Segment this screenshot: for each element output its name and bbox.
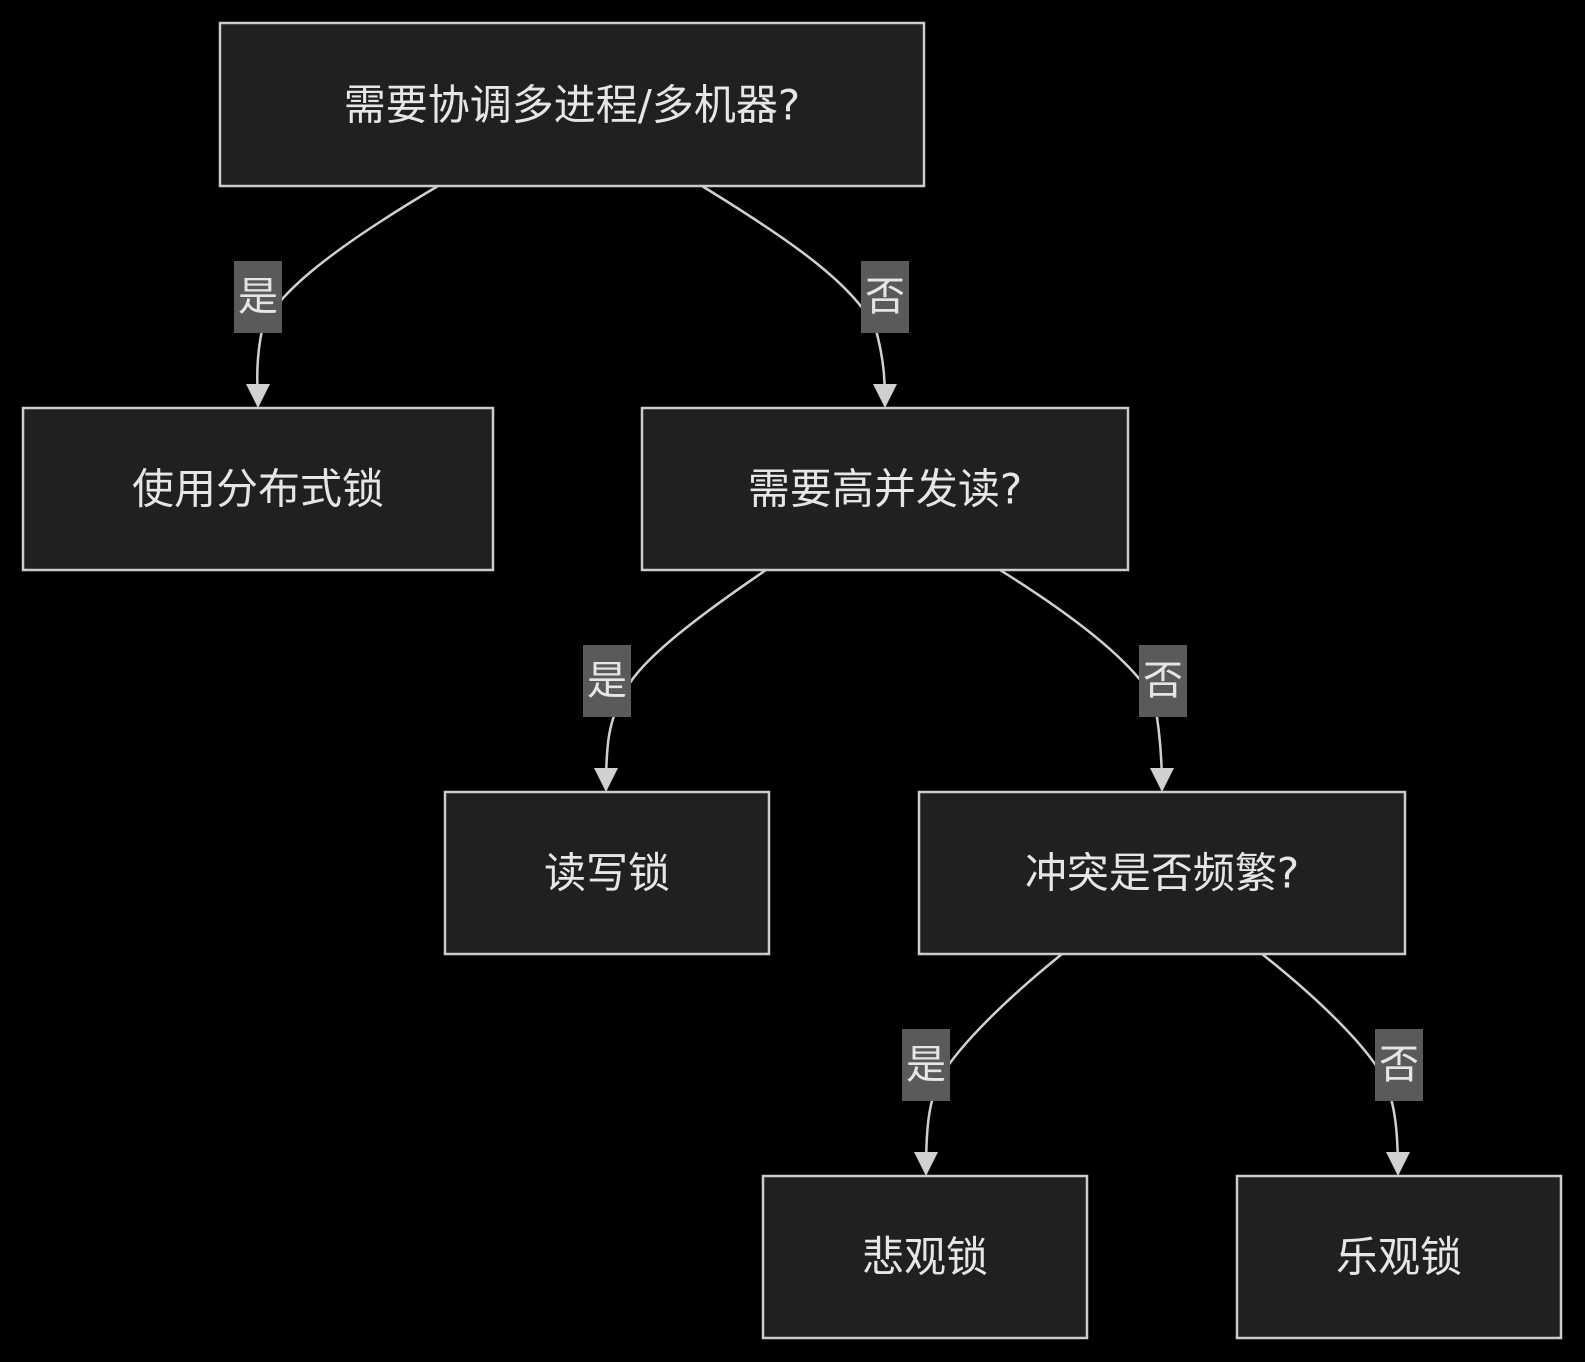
node-q-high-read: 需要高并发读? [640, 406, 1130, 572]
edge-label-text: 是 [906, 1042, 946, 1088]
edge-label-text: 是 [587, 658, 627, 704]
node-rw-lock: 读写锁 [443, 790, 771, 956]
node-q-conflict: 冲突是否频繁? [917, 790, 1407, 956]
edge-multi-no [701, 184, 887, 407]
arrowhead-distributed [246, 384, 270, 408]
nodes: 需要协调多进程/多机器? 使用分布式锁 需要高并发读? 读写锁 冲突是否频繁? … [21, 21, 1563, 1340]
edge-label-read-no: 否 [1139, 645, 1187, 717]
arrowhead-q-read [873, 384, 897, 408]
edges [246, 184, 1410, 1176]
edge-label-text: 否 [1379, 1042, 1419, 1088]
node-pessimistic-lock: 悲观锁 [761, 1174, 1089, 1340]
edge-label-multi-yes: 是 [234, 261, 282, 333]
arrowhead-optimistic [1386, 1152, 1410, 1176]
node-optimistic-lock: 乐观锁 [1235, 1174, 1563, 1340]
node-label: 乐观锁 [1336, 1233, 1462, 1282]
node-q-multi-process: 需要协调多进程/多机器? [218, 21, 926, 188]
node-label: 使用分布式锁 [132, 465, 384, 514]
node-label: 读写锁 [544, 849, 670, 898]
edge-label-text: 是 [238, 274, 278, 320]
node-label: 需要协调多进程/多机器? [344, 81, 800, 130]
node-label: 悲观锁 [862, 1233, 988, 1282]
edge-label-conflict-yes: 是 [902, 1029, 950, 1101]
arrowhead-pessimistic [914, 1152, 938, 1176]
edge-read-no [999, 568, 1164, 791]
edge-label-text: 否 [1143, 658, 1183, 704]
node-distributed-lock: 使用分布式锁 [21, 406, 495, 572]
edge-label-text: 否 [865, 274, 905, 320]
edge-label-multi-no: 否 [861, 261, 909, 333]
node-label: 冲突是否频繁? [1025, 849, 1299, 898]
edge-label-conflict-no: 否 [1375, 1029, 1423, 1101]
edge-labels: 是 否 是 否 是 否 [234, 261, 1423, 1101]
edge-multi-yes [256, 184, 439, 407]
arrowhead-q-conflict [1150, 768, 1174, 792]
arrowhead-rwlock [594, 768, 618, 792]
edge-label-read-yes: 是 [583, 645, 631, 717]
node-label: 需要高并发读? [748, 465, 1022, 514]
